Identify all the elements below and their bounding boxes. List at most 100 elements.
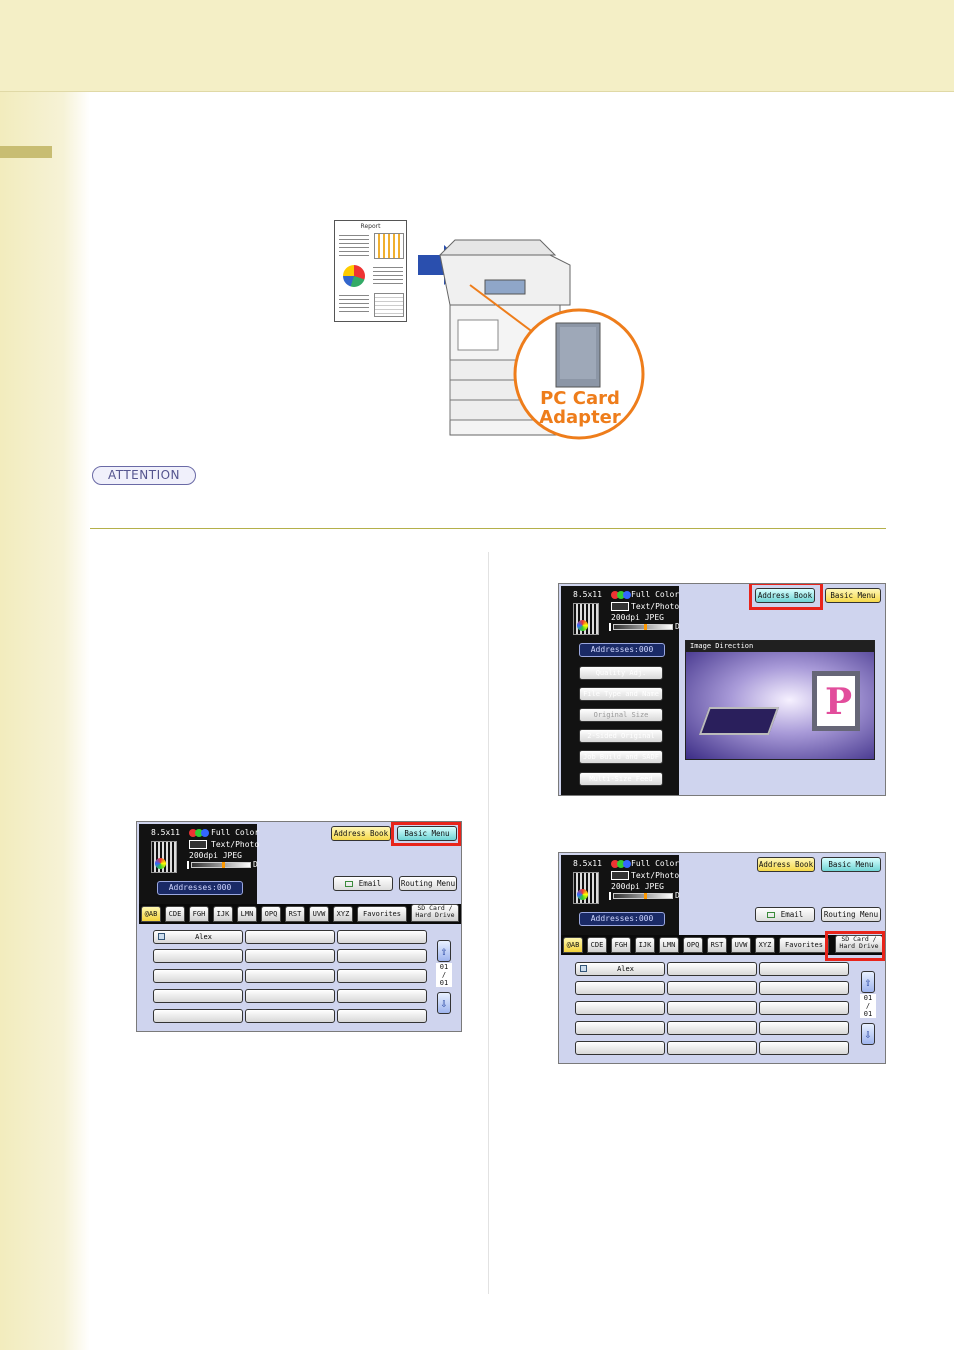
report-line <box>373 283 403 284</box>
two-sided-original-button[interactable]: 2-Sided Original <box>579 729 663 743</box>
list-item[interactable] <box>667 981 757 995</box>
list-item[interactable] <box>245 989 335 1003</box>
tab-ijk[interactable]: IJK <box>213 906 233 922</box>
original-size-button[interactable]: Original Size <box>579 708 663 722</box>
email-label: Email <box>780 910 804 919</box>
status-panel: 8.5x11 Full Color Text/Photo 200dpi JPEG… <box>561 855 680 937</box>
list-item[interactable] <box>575 981 665 995</box>
page-indicator: 01 / 01 <box>860 994 876 1018</box>
email-button[interactable]: Email <box>333 876 393 891</box>
list-item[interactable] <box>667 1041 757 1055</box>
density-slider[interactable] <box>613 624 673 630</box>
list-item[interactable] <box>759 1041 849 1055</box>
image-direction-panel[interactable]: Image Direction P <box>685 640 875 760</box>
page-total: 01 <box>863 1010 873 1018</box>
contact-icon <box>580 965 587 972</box>
file-type-name-button[interactable]: File Type and Name <box>579 687 663 701</box>
page-total: 01 <box>439 979 449 987</box>
list-item[interactable] <box>153 989 243 1003</box>
routing-menu-button[interactable]: Routing Menu <box>821 907 881 922</box>
scroll-down-button[interactable]: ⇩ <box>437 992 451 1014</box>
list-item[interactable] <box>337 930 427 944</box>
tab-cde[interactable]: CDE <box>587 937 607 953</box>
tab-favorites[interactable]: Favorites <box>357 906 407 922</box>
tab-xyz[interactable]: XYZ <box>755 937 775 953</box>
tab-xyz[interactable]: XYZ <box>333 906 353 922</box>
callout-line-2: Adapter <box>539 407 621 428</box>
list-item[interactable] <box>759 962 849 976</box>
sd-tab-line-1: SD Card / <box>841 935 877 943</box>
tab-cde[interactable]: CDE <box>165 906 185 922</box>
list-item[interactable] <box>667 1021 757 1035</box>
list-item[interactable] <box>245 1009 335 1023</box>
list-item[interactable] <box>575 1041 665 1055</box>
tab-lmn[interactable]: LMN <box>659 937 679 953</box>
routing-menu-button[interactable]: Routing Menu <box>399 876 457 891</box>
tab-rst[interactable]: RST <box>707 937 727 953</box>
tab-sd-card-hard-drive[interactable]: SD Card / Hard Drive <box>835 935 883 953</box>
addresses-counter: Addresses:000 <box>579 912 665 926</box>
tab-opq[interactable]: OPQ <box>683 937 703 953</box>
report-document: Report <box>334 220 407 322</box>
header-band <box>0 0 954 92</box>
report-title: Report <box>360 223 381 230</box>
basic-menu-button[interactable]: Basic Menu <box>397 826 457 841</box>
color-dots-icon <box>611 591 631 599</box>
scroll-up-button[interactable]: ⇧ <box>861 971 875 993</box>
tab-uvw[interactable]: UVW <box>731 937 751 953</box>
status-panel: 8.5x11 Full Color Text/Photo 200dpi JPEG… <box>139 824 259 906</box>
paper-size: 8.5x11 <box>151 828 180 837</box>
density-slider[interactable] <box>613 893 673 899</box>
scroll-down-button[interactable]: ⇩ <box>861 1023 875 1045</box>
list-item[interactable]: Alex <box>575 962 665 976</box>
list-item[interactable] <box>575 1001 665 1015</box>
multi-size-feed-button[interactable]: Multi-Size Feed <box>579 772 663 786</box>
quality-adj-button[interactable]: Quality Adj. <box>579 666 663 680</box>
basic-menu-button[interactable]: Basic Menu <box>825 588 881 603</box>
tab-ijk[interactable]: IJK <box>635 937 655 953</box>
tab-ab[interactable]: @AB <box>141 906 161 922</box>
email-button[interactable]: Email <box>755 907 815 922</box>
contact-icon <box>158 933 165 940</box>
address-book-button[interactable]: Address Book <box>331 826 391 841</box>
job-build-sadf-button[interactable]: Job Build and SADF <box>579 750 663 764</box>
tab-fgh[interactable]: FGH <box>189 906 209 922</box>
tab-favorites[interactable]: Favorites <box>779 937 829 953</box>
page-separator: / <box>441 971 447 979</box>
tab-sd-card-hard-drive[interactable]: SD Card / Hard Drive <box>411 904 459 922</box>
density-label: D <box>675 622 680 631</box>
address-book-button[interactable]: Address Book <box>757 857 815 872</box>
list-item[interactable] <box>759 1021 849 1035</box>
list-item[interactable] <box>153 949 243 963</box>
list-item[interactable] <box>337 1009 427 1023</box>
tab-fgh[interactable]: FGH <box>611 937 631 953</box>
pc-card-illustration: Report PC Ca <box>330 215 650 445</box>
list-item[interactable] <box>337 969 427 983</box>
list-item[interactable] <box>337 949 427 963</box>
report-line <box>339 251 369 252</box>
list-item[interactable] <box>759 981 849 995</box>
list-item[interactable] <box>153 1009 243 1023</box>
list-item[interactable] <box>667 1001 757 1015</box>
tab-opq[interactable]: OPQ <box>261 906 281 922</box>
tab-uvw[interactable]: UVW <box>309 906 329 922</box>
tab-rst[interactable]: RST <box>285 906 305 922</box>
list-item[interactable] <box>759 1001 849 1015</box>
scroll-up-button[interactable]: ⇧ <box>437 940 451 962</box>
color-dots-icon <box>189 829 209 837</box>
tab-ab[interactable]: @AB <box>563 937 583 953</box>
list-item[interactable] <box>245 949 335 963</box>
alphabet-tabs: @AB CDE FGH IJK LMN OPQ RST UVW XYZ Favo… <box>561 935 885 955</box>
list-item[interactable] <box>575 1021 665 1035</box>
basic-menu-button[interactable]: Basic Menu <box>821 857 881 872</box>
tab-lmn[interactable]: LMN <box>237 906 257 922</box>
density-slider[interactable] <box>191 862 251 868</box>
address-book-button[interactable]: Address Book <box>755 588 815 603</box>
list-item[interactable] <box>667 962 757 976</box>
list-item[interactable] <box>153 969 243 983</box>
list-item[interactable] <box>245 969 335 983</box>
list-item[interactable] <box>337 989 427 1003</box>
list-item[interactable]: Alex <box>153 930 243 944</box>
list-item[interactable] <box>245 930 335 944</box>
density-label: D <box>253 860 258 869</box>
